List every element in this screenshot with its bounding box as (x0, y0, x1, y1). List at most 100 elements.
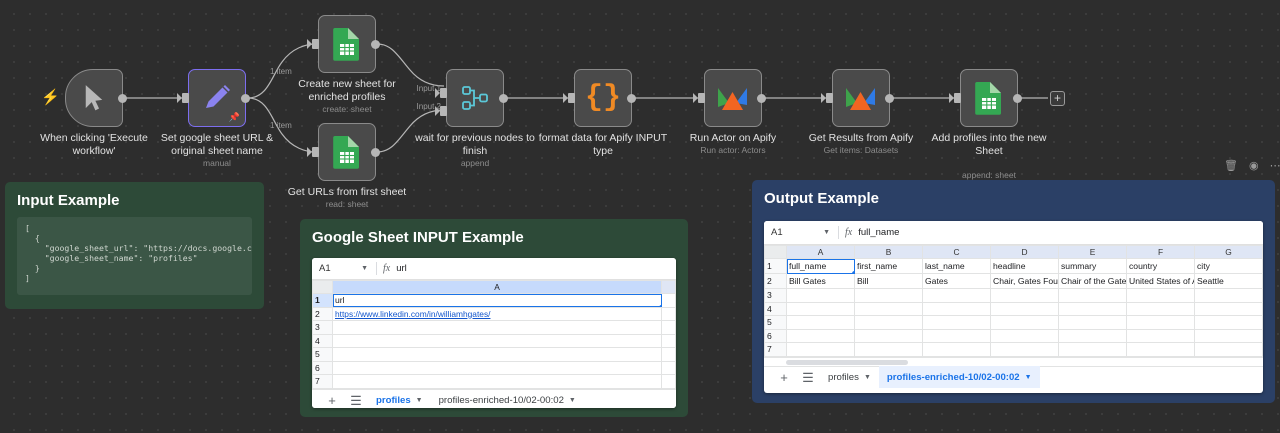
sheet-tab-profiles-enriched[interactable]: profiles-enriched-10/02-00:02 ▼ (431, 389, 584, 408)
cell-A6[interactable] (332, 360, 662, 375)
cell-A7[interactable] (332, 374, 662, 389)
row-header-4[interactable]: 4 (312, 333, 333, 348)
cell-D7[interactable] (990, 342, 1059, 357)
palette-icon[interactable]: ◉ (1248, 160, 1259, 172)
cell-D1[interactable]: headline (990, 258, 1059, 274)
row-header-3[interactable]: 3 (312, 320, 333, 335)
chevron-down-icon[interactable]: ▼ (823, 229, 830, 236)
column-header-D[interactable]: D (990, 245, 1059, 259)
horizontal-scrollbar-thumb[interactable] (786, 359, 908, 365)
table-row[interactable]: 6 (312, 360, 676, 375)
cell-E2[interactable]: Chair of the Gates Found (1058, 273, 1127, 289)
output-sheet-grid[interactable]: A B C D E F G 1 full_name first_name las… (764, 245, 1263, 357)
select-all-corner[interactable] (764, 245, 787, 259)
cell-B6[interactable] (854, 328, 923, 343)
cell-A1[interactable]: url (332, 293, 662, 308)
cell-G4[interactable] (1194, 301, 1263, 316)
cell-A2[interactable]: Bill Gates (786, 273, 855, 289)
cell-G1[interactable]: city (1194, 258, 1263, 274)
output-spreadsheet[interactable]: A1 ▼ fx full_name A B C D (764, 221, 1263, 393)
table-row[interactable]: 5 (764, 315, 1263, 330)
column-header-A[interactable]: A (786, 245, 855, 259)
cell-C3[interactable] (922, 288, 991, 303)
input-port[interactable] (307, 39, 319, 49)
output-name-box[interactable]: A1 ▼ (764, 227, 836, 238)
sheet-tab-profiles[interactable]: profiles ▼ (368, 389, 431, 408)
table-row[interactable]: 5 (312, 347, 676, 362)
cell-A1[interactable]: full_name (786, 258, 855, 274)
cell-C7[interactable] (922, 342, 991, 357)
all-sheets-button[interactable]: ☰ (802, 369, 814, 385)
output-port[interactable] (627, 93, 636, 103)
table-row[interactable]: 3 (312, 320, 676, 335)
table-row[interactable]: 2 https://www.linkedin.com/in/williamhga… (312, 306, 676, 321)
cell-F7[interactable] (1126, 342, 1195, 357)
cell-A3[interactable] (332, 320, 662, 335)
input-spreadsheet[interactable]: A1 ▼ fx url A 1 url (312, 258, 676, 408)
table-row[interactable]: 4 (312, 333, 676, 348)
row-header-2[interactable]: 2 (312, 306, 333, 321)
node-add-profiles-into-new-sheet[interactable]: Add profiles into the new Sheet append: … (932, 69, 1047, 180)
row-header-1[interactable]: 1 (312, 293, 333, 308)
sticky-note-input-example[interactable]: Input Example [ { "google_sheet_url": "h… (5, 182, 264, 309)
node-get-urls-from-first-sheet[interactable]: Get URLs from first sheet read: sheet (288, 123, 406, 209)
cell-E4[interactable] (1058, 301, 1127, 316)
chevron-down-icon[interactable]: ▼ (1024, 373, 1032, 381)
cell-A5[interactable] (786, 315, 855, 330)
column-header-E[interactable]: E (1058, 245, 1127, 259)
cell-D3[interactable] (990, 288, 1059, 303)
output-port[interactable] (885, 93, 894, 103)
chevron-down-icon[interactable]: ▼ (863, 373, 871, 381)
chevron-down-icon[interactable]: ▼ (415, 396, 423, 404)
cell-C6[interactable] (922, 328, 991, 343)
input-formula-bar[interactable]: A1 ▼ fx url (312, 258, 676, 280)
column-header-B[interactable]: B (854, 245, 923, 259)
node-set-google-sheet-url[interactable]: 📌 Set google sheet URL & original sheet … (161, 69, 273, 168)
cell-A4[interactable] (332, 333, 662, 348)
linkedin-url-link[interactable]: https://www.linkedin.com/in/williamhgate… (335, 308, 491, 319)
row-header-6[interactable]: 6 (312, 360, 333, 375)
table-row[interactable]: 4 (764, 301, 1263, 316)
cell-E6[interactable] (1058, 328, 1127, 343)
node-run-actor-on-apify[interactable]: Run Actor on Apify Run actor: Actors (690, 69, 776, 155)
more-options-icon[interactable]: ⋯ (1269, 160, 1280, 172)
cell-A3[interactable] (786, 288, 855, 303)
cell-B4[interactable] (854, 301, 923, 316)
row-header-5[interactable]: 5 (764, 315, 787, 330)
cell-B7[interactable] (854, 342, 923, 357)
sheet-tab-profiles-enriched[interactable]: profiles-enriched-10/02-00:02 ▼ (878, 366, 1040, 388)
table-row[interactable]: 1 full_name first_name last_name headlin… (764, 258, 1263, 274)
column-header-C[interactable]: C (922, 245, 991, 259)
cell-D6[interactable] (990, 328, 1059, 343)
node-format-data-for-apify[interactable]: {} format data for Apify INPUT type (539, 69, 667, 157)
cell-F2[interactable]: United States of America (1126, 273, 1195, 289)
row-header-3[interactable]: 3 (764, 288, 787, 303)
add-node-button[interactable]: + (1050, 91, 1065, 106)
cell-E1[interactable]: summary (1058, 258, 1127, 274)
sticky-note-toolbar[interactable]: 🗑 ◉ ⋯ (1224, 159, 1280, 172)
cell-A5[interactable] (332, 347, 662, 362)
add-sheet-button[interactable]: + (328, 392, 336, 408)
cell-A4[interactable] (786, 301, 855, 316)
table-row[interactable]: 7 (312, 374, 676, 389)
cell-F5[interactable] (1126, 315, 1195, 330)
input-sheet-tab-bar[interactable]: + ☰ profiles ▼ profiles-enriched-10/02-0… (312, 388, 676, 408)
column-header-F[interactable]: F (1126, 245, 1195, 259)
input-port[interactable] (821, 93, 833, 103)
input-port[interactable] (307, 147, 319, 157)
select-all-corner[interactable] (312, 280, 333, 294)
output-port[interactable] (499, 93, 508, 103)
table-row[interactable]: 6 (764, 328, 1263, 343)
cell-F4[interactable] (1126, 301, 1195, 316)
cell-D2[interactable]: Chair, Gates Foundation (990, 273, 1059, 289)
horizontal-scrollbar-track[interactable] (764, 356, 1263, 366)
row-header-2[interactable]: 2 (764, 273, 787, 289)
node-when-clicking-execute-workflow[interactable]: When clicking 'Execute workflow' (40, 69, 148, 157)
cell-B3[interactable] (854, 288, 923, 303)
cell-B2[interactable]: Bill (854, 273, 923, 289)
output-sheet-tab-bar[interactable]: + ☰ profiles ▼ profiles-enriched-10/02-0… (764, 365, 1263, 388)
cell-G6[interactable] (1194, 328, 1263, 343)
input-port[interactable] (949, 93, 961, 103)
node-create-new-sheet[interactable]: Create new sheet for enriched profiles c… (298, 15, 396, 114)
